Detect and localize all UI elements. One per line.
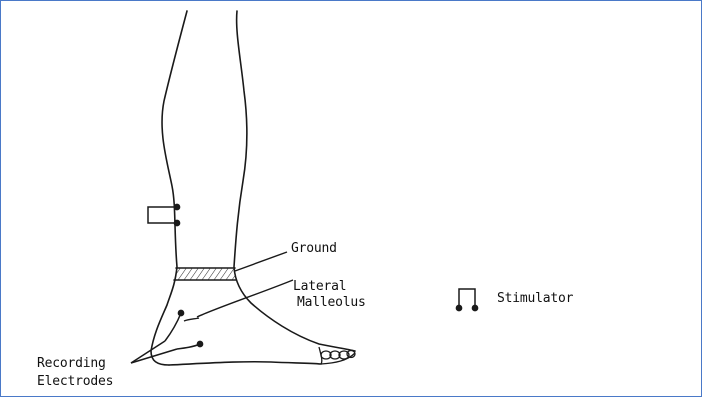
recording-label: Recording bbox=[37, 356, 106, 371]
malleolus-label: Malleolus bbox=[297, 295, 366, 310]
electrodes-label: Electrodes bbox=[37, 374, 113, 389]
malleolus-leader bbox=[197, 280, 293, 317]
stimulator-symbol bbox=[456, 289, 477, 311]
stimulator-label: Stimulator bbox=[497, 291, 573, 306]
foot-sole-outline bbox=[169, 362, 321, 365]
ground-leader bbox=[235, 252, 287, 271]
ground-strap bbox=[176, 268, 235, 280]
lateral-label: Lateral bbox=[293, 279, 346, 294]
recording-electrodes bbox=[131, 310, 203, 363]
malleolus-mark bbox=[184, 318, 199, 321]
ground-label: Ground bbox=[291, 241, 337, 256]
